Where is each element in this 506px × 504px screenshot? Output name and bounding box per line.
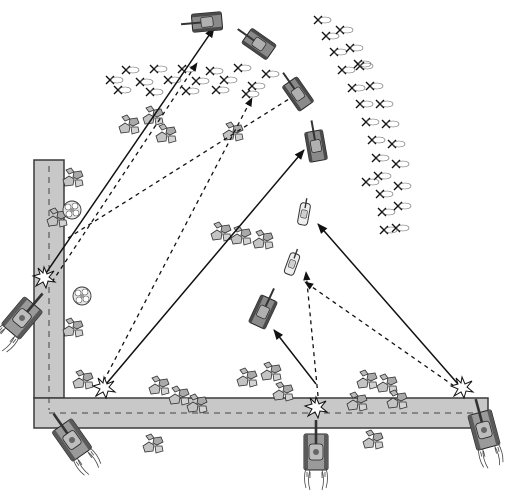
fire-line-dashed — [67, 91, 301, 239]
enemy-tank-icon — [248, 284, 283, 330]
fire-line-dashed — [303, 271, 319, 397]
enemy-tank-icon — [232, 21, 277, 61]
barbed-wire-belt-horizontal — [105, 63, 280, 99]
fire-line-dashed — [51, 62, 198, 283]
fire-line-solid — [273, 329, 317, 385]
tree-icon — [72, 286, 92, 306]
fire-line-solid — [95, 149, 305, 397]
tree-icon — [62, 200, 82, 220]
barbed-wire-belt-vertical — [313, 15, 412, 235]
muzzle-flash-icon — [92, 376, 116, 399]
own-tank-icon — [303, 419, 329, 491]
enemy-scout-icon — [296, 196, 313, 227]
fire-line-dashed — [304, 281, 455, 387]
enemy-tank-icon — [302, 118, 328, 163]
fire-line-dashed — [99, 97, 253, 389]
fire-line-solid — [317, 223, 459, 385]
enemy-scout-icon — [283, 246, 303, 277]
fire-line-solid — [43, 27, 215, 277]
enemy-tank-icon — [179, 11, 224, 34]
enemy-tank-icon — [275, 67, 315, 112]
